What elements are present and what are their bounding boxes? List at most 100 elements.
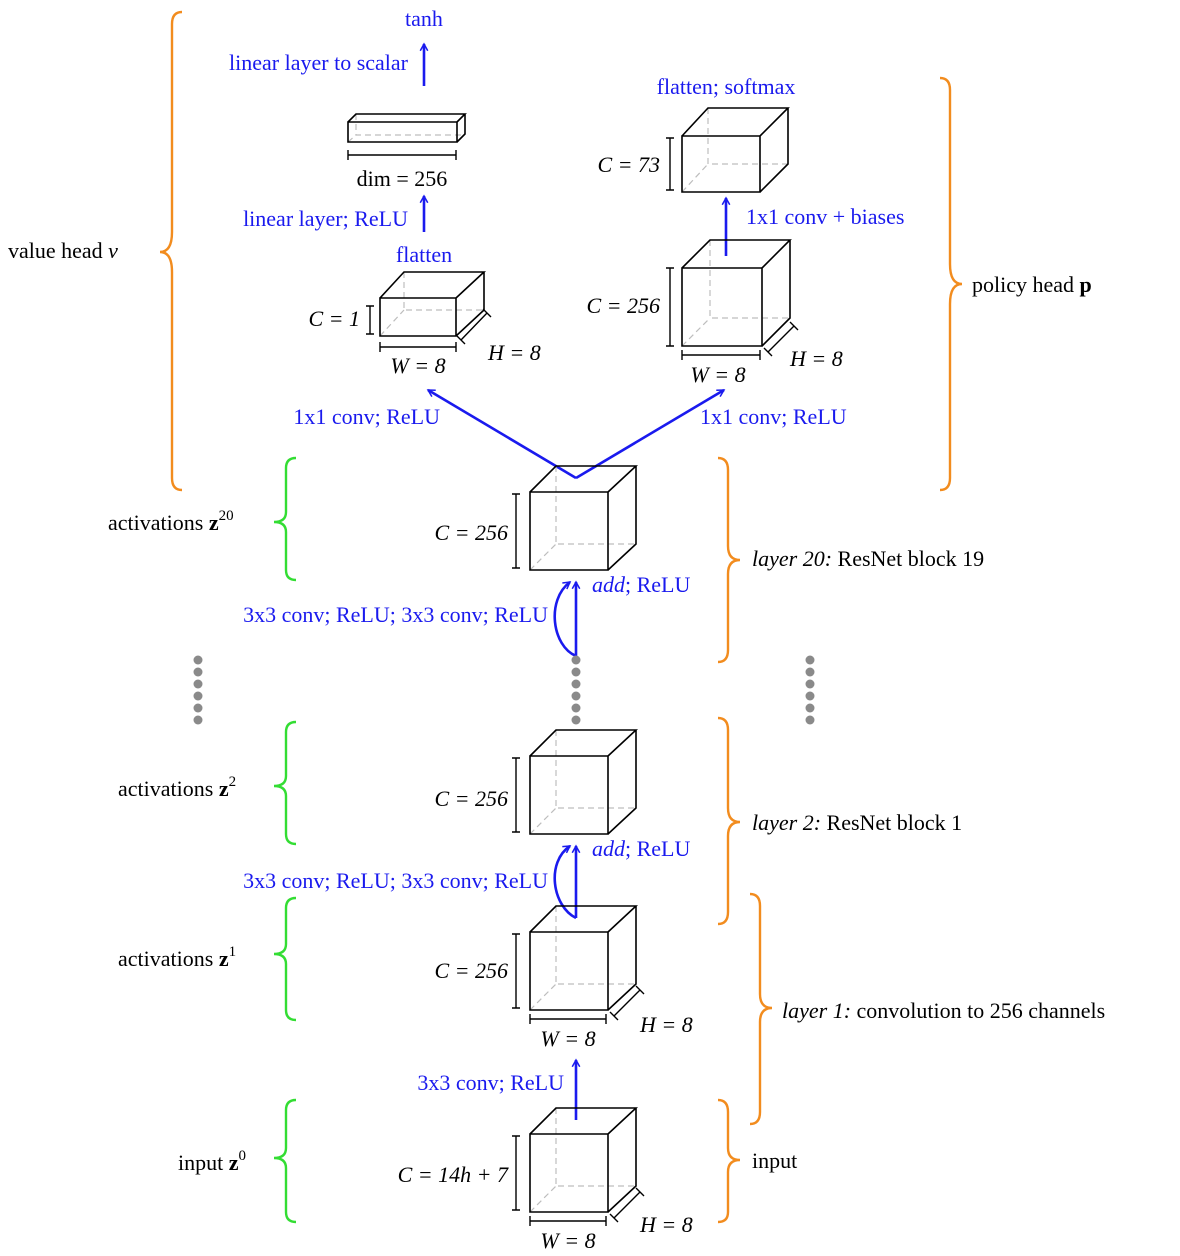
policy-out-label: flatten; softmax <box>657 74 796 99</box>
policy-c73-box <box>681 107 790 193</box>
value-conv-label: 1x1 conv; ReLU <box>293 404 440 429</box>
z2-cube <box>529 729 639 835</box>
z2-conv-path-arrow <box>553 844 577 920</box>
layer2-brace <box>717 716 741 926</box>
policy-h-label: H = 8 <box>789 346 843 371</box>
layer20-label-desc: ResNet block 19 <box>832 546 984 571</box>
value-head-brace <box>159 10 183 492</box>
z0-brace <box>273 1098 297 1224</box>
z1-h-label: H = 8 <box>639 1012 693 1037</box>
policy-c-label: C = 256 <box>586 293 660 318</box>
z1-act-label: activations z1 <box>118 944 236 971</box>
value-c-bracket <box>366 305 374 335</box>
z1-c-label: C = 256 <box>434 958 508 983</box>
value-dim-label: dim = 256 <box>357 166 448 191</box>
policy-head-symbol: p <box>1080 272 1092 297</box>
policy-w-label: W = 8 <box>690 362 745 387</box>
z0-c-label: C = 14h + 7 <box>398 1162 509 1187</box>
z1-h-bracket <box>609 985 645 1021</box>
z20-act-sup: 20 <box>219 508 234 524</box>
z0-c-bracket <box>512 1135 520 1211</box>
z20-conv-path-arrow <box>553 580 577 658</box>
layer20-label: layer 20: ResNet block 19 <box>752 546 984 571</box>
policy-w-bracket <box>681 350 761 360</box>
ellipsis-left <box>193 655 203 725</box>
z20-act-symbol: z <box>209 510 219 535</box>
z2-c-label: C = 256 <box>434 786 508 811</box>
layer1-label-desc: convolution to 256 channels <box>851 998 1105 1023</box>
z0-input-symbol: z <box>229 1150 239 1175</box>
policy-head-label-text: policy head <box>972 272 1080 297</box>
z0-w-label: W = 8 <box>540 1228 595 1253</box>
policy-head-brace <box>939 76 963 492</box>
value-c-label: C = 1 <box>308 306 360 331</box>
z2-add-label: add; ReLU <box>592 836 690 861</box>
z20-c-label: C = 256 <box>434 520 508 545</box>
z2-act-symbol: z <box>219 776 229 801</box>
policy-c-bracket <box>666 267 674 347</box>
z20-add-label: add; ReLU <box>592 572 690 597</box>
z0-h-bracket <box>609 1187 645 1223</box>
value-flatten-label: flatten <box>396 242 452 267</box>
ellipsis-center <box>571 655 581 725</box>
layer2-label-name: layer 2: <box>752 810 821 835</box>
z0-h-label: H = 8 <box>639 1212 693 1237</box>
z2-act-text: activations <box>118 776 219 801</box>
value-w-bracket <box>379 342 457 352</box>
policy-conv-label: 1x1 conv; ReLU <box>700 404 847 429</box>
z0-input-label: input z0 <box>178 1148 246 1175</box>
z0-input-text: input <box>178 1150 229 1175</box>
z1-act-sup: 1 <box>229 944 237 960</box>
z1-w-label: W = 8 <box>540 1026 595 1051</box>
z2-c-bracket <box>512 757 520 833</box>
z2-add-word: add <box>592 836 626 861</box>
z2-act-sup: 2 <box>229 774 237 790</box>
input-brace <box>717 1098 741 1224</box>
z0-cube <box>529 1107 639 1213</box>
value-w-label: W = 8 <box>390 353 445 378</box>
layer20-brace <box>717 456 741 664</box>
z1-cube <box>529 905 639 1011</box>
z2-brace <box>273 720 297 846</box>
policy-c73-bracket <box>666 137 674 191</box>
layer2-label-desc: ResNet block 1 <box>821 810 962 835</box>
z20-act-label: activations z20 <box>108 508 234 535</box>
ellipsis-right <box>805 655 815 725</box>
policy-h-bracket <box>763 321 799 357</box>
layer1-label: layer 1: convolution to 256 channels <box>782 998 1105 1023</box>
policy-c256-box <box>681 239 792 347</box>
z1-act-text: activations <box>118 946 219 971</box>
layer1-label-name: layer 1: <box>782 998 851 1023</box>
policy-c73-label: C = 73 <box>597 152 660 177</box>
z20-conv-path-label: 3x3 conv; ReLU; 3x3 conv; ReLU <box>243 602 548 627</box>
input-right-label: input <box>752 1148 797 1173</box>
z0-w-bracket <box>529 1216 607 1226</box>
z1-act-symbol: z <box>219 946 229 971</box>
value-head-label-text: value head <box>8 238 108 263</box>
value-h-bracket <box>456 308 492 345</box>
z20-brace <box>273 456 297 582</box>
layer2-label: layer 2: ResNet block 1 <box>752 810 962 835</box>
z1-c-bracket <box>512 933 520 1009</box>
value-step-to-scalar: linear layer to scalar <box>229 50 409 75</box>
policy-head-label: policy head p <box>972 272 1092 297</box>
value-c1-box <box>379 271 487 337</box>
value-out-label: tanh <box>405 6 443 31</box>
value-scalar-box <box>347 113 467 143</box>
z0-input-sup: 0 <box>239 1148 247 1164</box>
z20-act-text: activations <box>108 510 209 535</box>
z1-brace <box>273 896 297 1022</box>
value-dim-bracket <box>347 150 457 160</box>
value-h-label: H = 8 <box>487 340 541 365</box>
policy-conv-arrow <box>575 388 724 480</box>
z1-w-bracket <box>529 1014 607 1024</box>
value-head-label: value head v <box>8 238 118 263</box>
z20-add-word: add <box>592 572 626 597</box>
layer20-label-name: layer 20: <box>752 546 832 571</box>
value-conv-arrow <box>428 388 577 480</box>
value-head-symbol: v <box>108 238 118 263</box>
z2-act-label: activations z2 <box>118 774 236 801</box>
z2-add-rest: ; ReLU <box>625 836 690 861</box>
layer1-brace <box>749 892 773 1126</box>
